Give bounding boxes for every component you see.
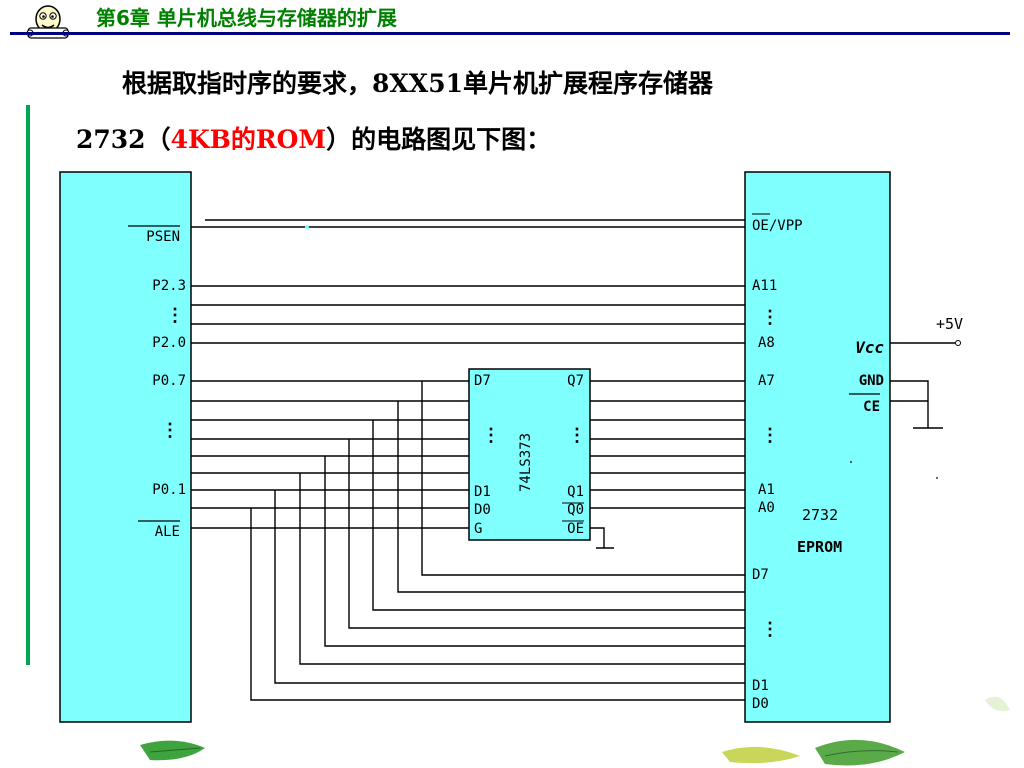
intro-line-1: 根据取指时序的要求，8XX51单片机扩展程序存储器 (122, 69, 713, 98)
wire-gnd (890, 380, 929, 428)
latch-d7: D7 (474, 373, 491, 389)
wire-d1-bus (274, 490, 745, 684)
wires (191, 219, 955, 701)
intro-highlight: 4KB的ROM (170, 125, 327, 154)
pin-p01: P0.1 (152, 482, 186, 498)
vcc-terminal (955, 340, 961, 346)
latch-g: G (474, 521, 482, 537)
wire-d2-bus (299, 473, 745, 665)
junction-dot (305, 225, 309, 229)
eprom-a8: A8 (758, 335, 775, 351)
speck-dot (850, 461, 852, 463)
pin-p23: P2.3 (152, 278, 186, 294)
eprom-vcc: Vcc (855, 338, 884, 357)
mcu-dots-low: ⋮ (161, 420, 179, 441)
eprom-d1: D1 (752, 678, 769, 694)
intro-paragraph: 根据取指时序的要求，8XX51单片机扩展程序存储器 2732（4KB的ROM）的… (76, 56, 936, 168)
wire-d5-bus (372, 420, 745, 611)
pin-p07: P0.7 (152, 373, 186, 389)
eprom-a0: A0 (758, 500, 775, 516)
eprom-d0: D0 (752, 696, 769, 712)
latch-q0: Q0 (567, 502, 584, 518)
eprom-a7: A7 (758, 373, 775, 389)
chapter-title: 第6章 单片机总线与存储器的扩展 (96, 6, 397, 30)
eprom-type: EPROM (797, 538, 842, 556)
eprom-ce: CE (863, 399, 880, 415)
wire-latch-oe-ground (590, 527, 605, 548)
eprom-chip (744, 171, 891, 723)
latch-dots-left: ⋮ (482, 425, 500, 446)
left-accent-bar (26, 105, 30, 665)
latch-q1: Q1 (567, 484, 584, 500)
pin-ale: ALE (155, 524, 180, 540)
header-rule (10, 32, 1010, 35)
eprom-dots-mid: ⋮ (761, 425, 779, 446)
eprom-a1: A1 (758, 482, 775, 498)
intro-line-2-start: 2732（ (76, 125, 171, 154)
eprom-dots-data: ⋮ (761, 619, 779, 640)
leaf-decoration (140, 696, 1010, 766)
eprom-part-number: 2732 (802, 506, 838, 524)
wire-d7-bus (421, 381, 745, 576)
wire-d0-bus (250, 508, 745, 701)
latch-chip (468, 368, 591, 541)
latch-part-name: 74LS373 (518, 433, 534, 492)
eprom-d7: D7 (752, 567, 769, 583)
speck-dot-2 (936, 477, 938, 479)
pin-psen: PSEN (146, 229, 180, 245)
latch-d0: D0 (474, 502, 491, 518)
wire-d6-bus (397, 401, 745, 593)
wire-d4-bus (348, 439, 745, 629)
eprom-gnd: GND (859, 373, 884, 389)
eprom-a11: A11 (752, 278, 777, 294)
power-label: +5V (936, 315, 963, 333)
latch-oe: OE (567, 521, 584, 537)
latch-dots-right: ⋮ (568, 425, 586, 446)
wire-d3-bus (324, 456, 745, 647)
latch-q7: Q7 (567, 373, 584, 389)
pin-p20: P2.0 (152, 335, 186, 351)
latch-d1: D1 (474, 484, 491, 500)
mcu-chip (59, 171, 192, 723)
eprom-oe-vpp: OE/VPP (752, 218, 803, 234)
eprom-dots-high: ⋮ (761, 307, 779, 328)
mcu-dots-high: ⋮ (166, 305, 184, 326)
intro-line-2-end: ）的电路图见下图： (326, 125, 552, 154)
